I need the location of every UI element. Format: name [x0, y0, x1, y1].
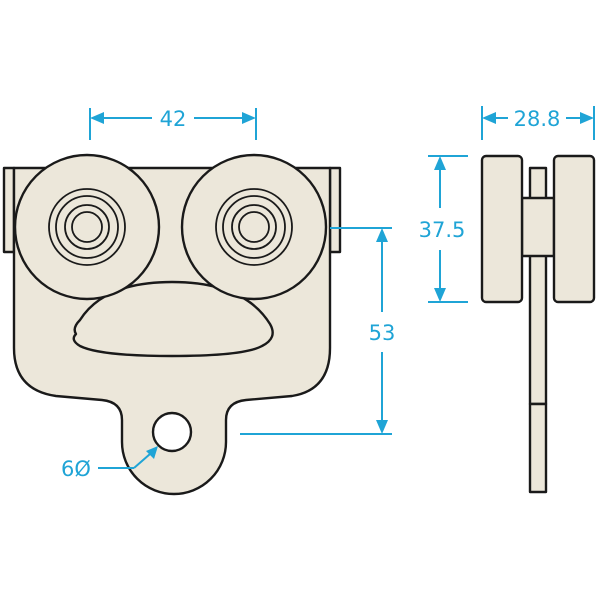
hole-diameter-label: 6Ø [61, 457, 91, 481]
wheel-height-label: 37.5 [419, 218, 466, 242]
dimension-wheel-height: 37.5 [419, 155, 468, 303]
right-side-tab [328, 166, 342, 254]
dimension-hole-diameter: 6Ø [61, 446, 158, 481]
right-wheel [180, 153, 328, 301]
side-view [480, 154, 596, 494]
dimension-depth: 28.8 [481, 106, 595, 140]
width-top-label: 42 [160, 107, 187, 131]
side-wheel-left [480, 154, 524, 304]
depth-label: 28.8 [514, 107, 561, 131]
left-wheel [13, 153, 161, 301]
left-side-tab [2, 166, 16, 254]
mounting-hole [151, 411, 193, 453]
dimension-width-top: 42 [89, 107, 257, 140]
side-plate-lower [528, 402, 548, 494]
height-to-hole-label: 53 [369, 321, 396, 345]
side-wheel-right [552, 154, 596, 304]
front-view [2, 153, 342, 496]
center-cam-tab [72, 280, 274, 358]
dimension-height-to-hole: 53 [240, 227, 396, 435]
side-axle [520, 196, 556, 258]
